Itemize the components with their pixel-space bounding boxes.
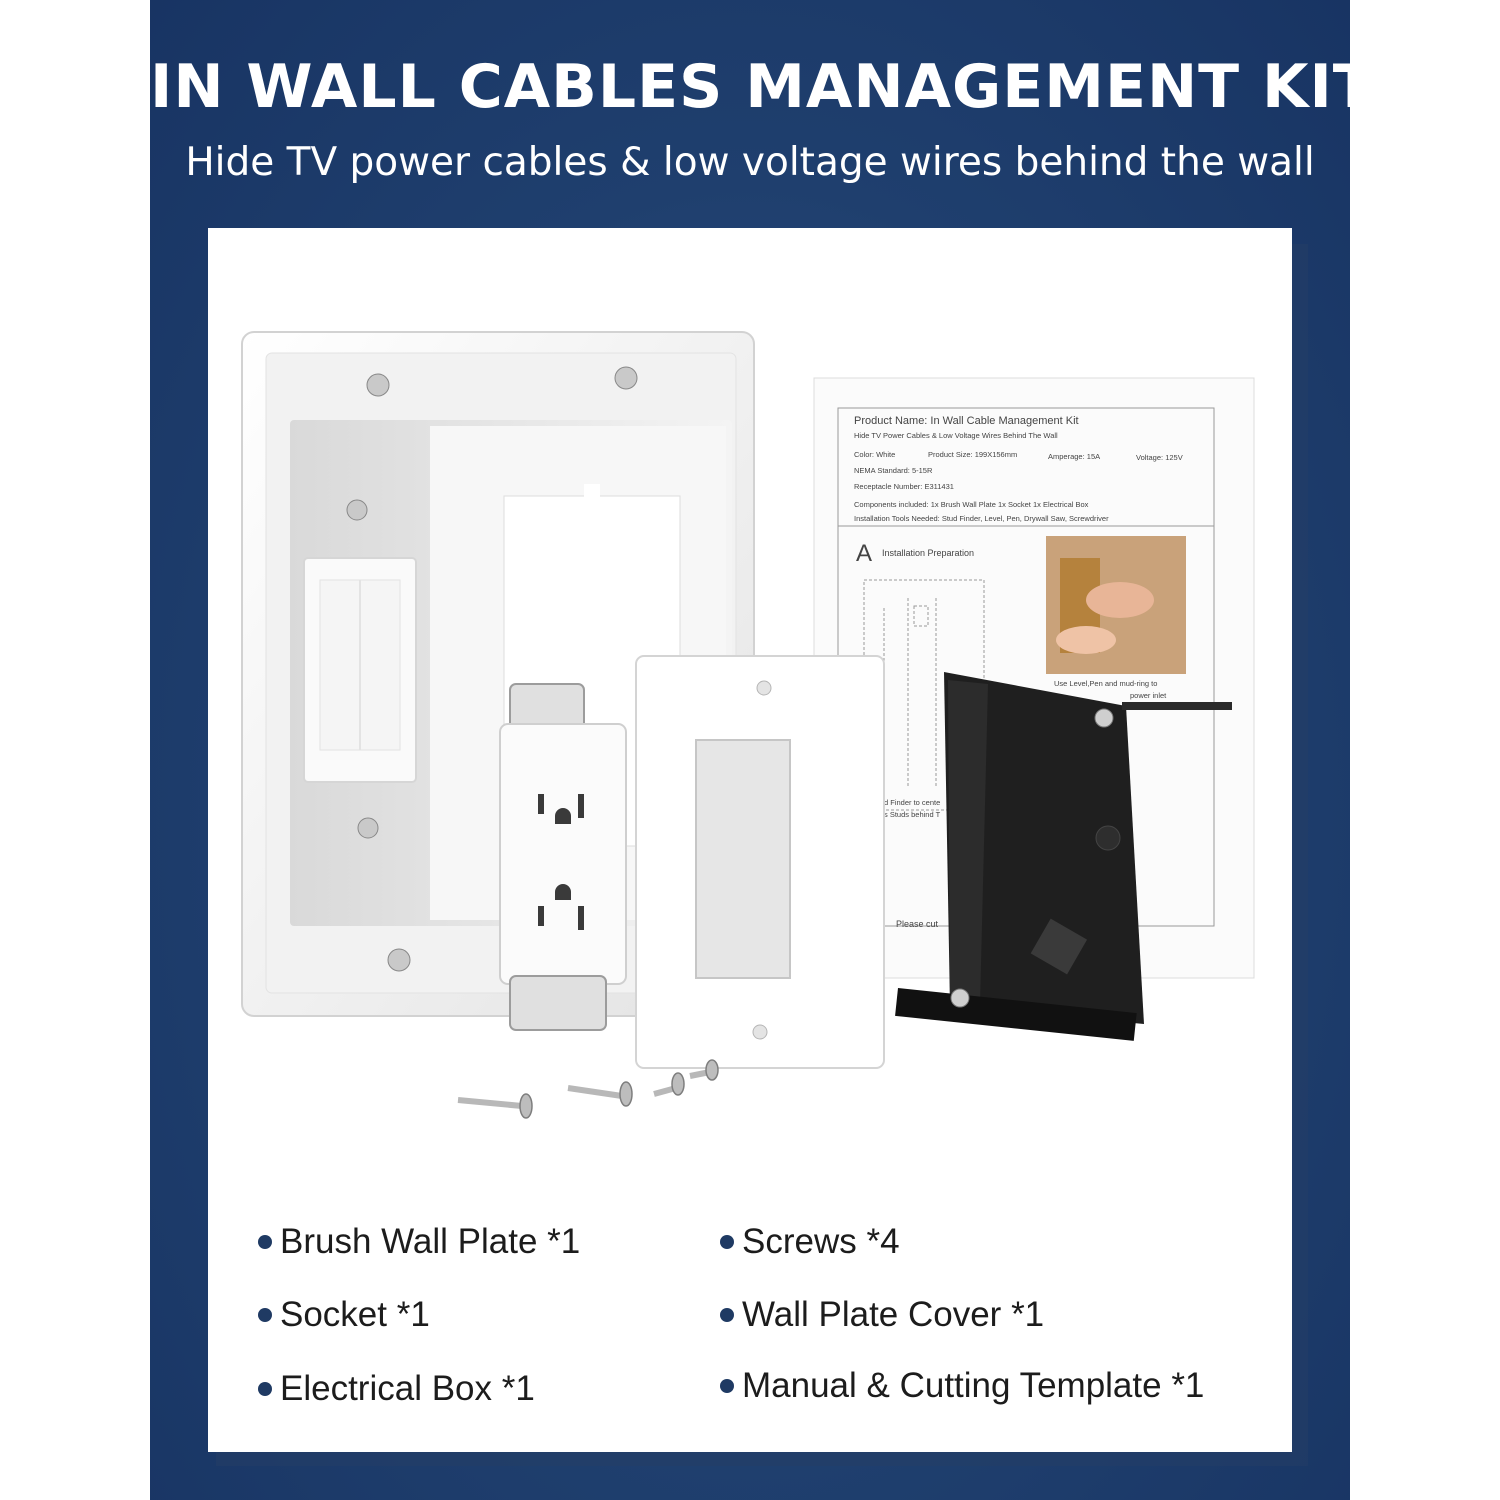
manual-cut-note: Please cut [896, 919, 939, 929]
manual-tools: Installation Tools Needed: Stud Finder, … [854, 514, 1109, 523]
item-label: Wall Plate Cover *1 [742, 1295, 1045, 1334]
manual-voltage: Voltage: 125V [1136, 453, 1183, 462]
screws [457, 1059, 719, 1119]
manual-product-name: Product Name: In Wall Cable Management K… [854, 415, 1079, 427]
item-label: Screws *4 [742, 1222, 900, 1261]
bullet-icon [720, 1379, 734, 1393]
manual-photo-caption-2: power inlet [1130, 691, 1167, 700]
item-label: Electrical Box *1 [280, 1369, 535, 1408]
bullet-icon [258, 1308, 272, 1322]
product-card: Product Name: In Wall Cable Management K… [208, 228, 1292, 1452]
list-item: Brush Wall Plate *1 [258, 1222, 580, 1262]
manual-section-title: Installation Preparation [882, 548, 974, 558]
bullet-icon [720, 1308, 734, 1322]
manual-color: Color: White [854, 450, 895, 459]
manual-amperage: Amperage: 15A [1048, 452, 1100, 461]
list-item: Wall Plate Cover *1 [720, 1295, 1044, 1335]
list-item: Electrical Box *1 [258, 1369, 535, 1409]
manual-components: Components included: 1x Brush Wall Plate… [854, 500, 1089, 509]
wall-plate-cover [635, 655, 885, 1069]
manual-receptacle: Receptacle Number: E311431 [854, 482, 954, 491]
manual-section-letter: A [856, 540, 872, 567]
kit-contents-list: Brush Wall Plate *1 Socket *1 Electrical… [208, 228, 1292, 1452]
socket [499, 683, 627, 1031]
bullet-icon [258, 1382, 272, 1396]
manual-size: Product Size: 199X156mm [928, 450, 1017, 459]
item-label: Socket *1 [280, 1295, 430, 1334]
list-item: Socket *1 [258, 1295, 430, 1335]
manual-nema: NEMA Standard: 5-15R [854, 466, 933, 475]
manual-note-2: s Studs behind T [884, 810, 941, 819]
manual-photo-caption-1: Use Level,Pen and mud-ring to [1054, 679, 1157, 688]
list-item: Screws *4 [720, 1222, 900, 1262]
electrical-box [895, 672, 1232, 1041]
item-label: Brush Wall Plate *1 [280, 1222, 581, 1261]
plate-screws [346, 366, 638, 972]
item-label: Manual & Cutting Template *1 [742, 1366, 1205, 1405]
page-subtitle: Hide TV power cables & low voltage wires… [185, 140, 1315, 185]
manual-note-1: d Finder to cente [884, 798, 940, 807]
manual-tagline: Hide TV Power Cables & Low Voltage Wires… [854, 431, 1058, 440]
list-item: Manual & Cutting Template *1 [720, 1366, 1204, 1406]
product-photo: Product Name: In Wall Cable Management K… [241, 331, 1255, 1119]
bullet-icon [720, 1235, 734, 1249]
page-title: IN WALL CABLES MANAGEMENT KIT [150, 52, 1375, 122]
bullet-icon [258, 1235, 272, 1249]
